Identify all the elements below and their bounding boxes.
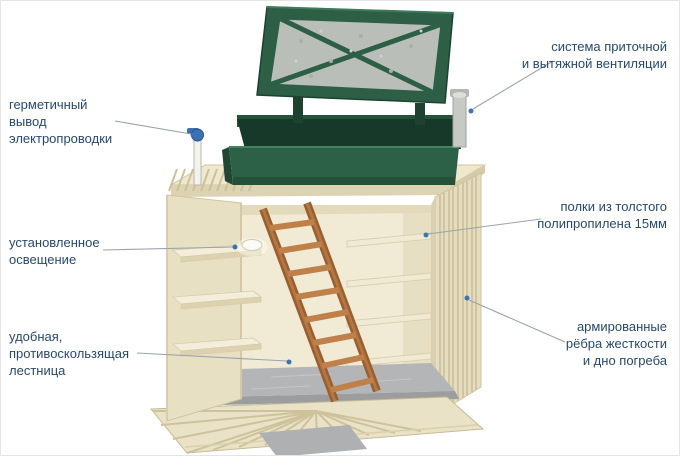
label-ladder: удобная, противоскользящая лестница: [9, 329, 130, 378]
label-lighting: установленное освещение: [9, 235, 100, 267]
label-vent: система приточной и вытяжной вентиляции: [521, 39, 667, 71]
callout-lines: [102, 60, 566, 365]
hatch-lid: [256, 6, 454, 104]
hatch-collar: [222, 97, 461, 185]
ventilation-pipe: [450, 89, 469, 148]
shelves-left: [172, 243, 263, 357]
left-wall: [166, 194, 242, 422]
wooden-ladder: [259, 201, 381, 403]
ceiling-lamp: [236, 238, 268, 256]
wiring-outlet: [187, 128, 204, 186]
bottom-flange: [149, 396, 485, 455]
label-wiring: герметичный вывод электропроводки: [9, 97, 113, 146]
label-ribs: армированные рёбра жесткости и дно погре…: [565, 319, 667, 368]
shelves-right: [346, 232, 432, 368]
floor-tongue: [259, 425, 367, 455]
ribbed-side-wall: [434, 172, 482, 416]
label-shelves: полки из толстого полипропилена 15мм: [537, 199, 667, 231]
